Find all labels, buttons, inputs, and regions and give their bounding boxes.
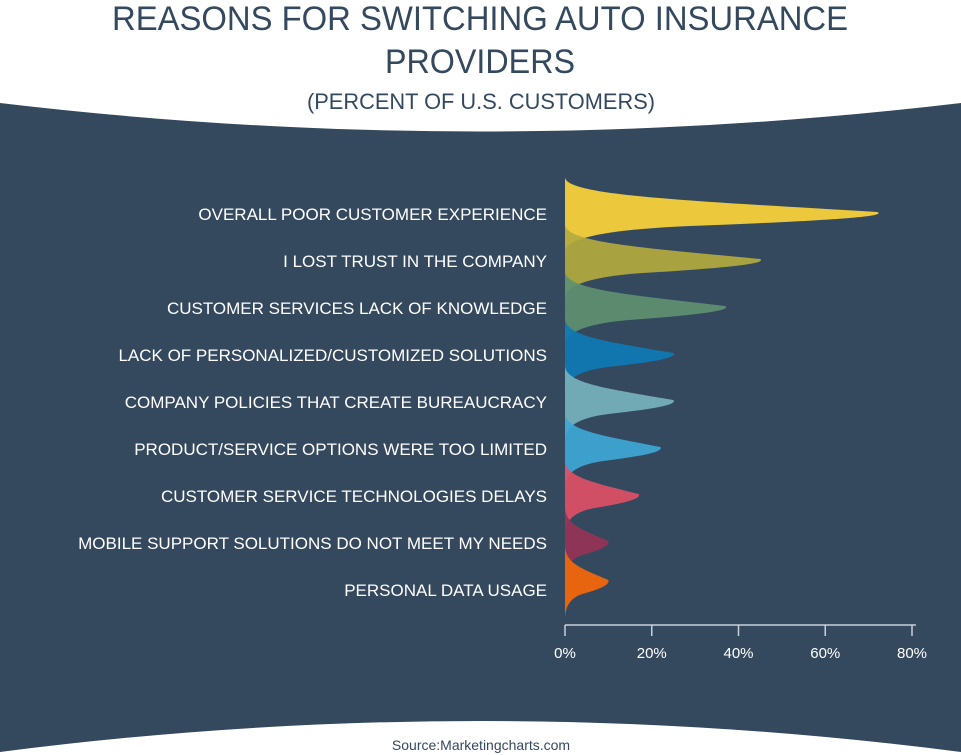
category-label: I LOST TRUST IN THE COMPANY xyxy=(283,252,547,271)
series-shapes xyxy=(565,177,879,620)
x-tick-label: 0% xyxy=(554,645,576,662)
chart-title-line-2: PROVIDERS xyxy=(385,43,575,81)
category-label: COMPANY POLICIES THAT CREATE BUREAUCRACY xyxy=(125,393,547,412)
category-label: CUSTOMER SERVICES LACK OF KNOWLEDGE xyxy=(167,299,547,318)
series-shape xyxy=(565,271,727,346)
category-label: MOBILE SUPPORT SOLUTIONS DO NOT MEET MY … xyxy=(78,534,547,553)
category-labels: OVERALL POOR CUSTOMER EXPERIENCE I LOST T… xyxy=(78,205,547,600)
category-label: PRODUCT/SERVICE OPTIONS WERE TOO LIMITED xyxy=(134,440,547,459)
series-shape xyxy=(565,506,609,581)
x-tick-label: 80% xyxy=(897,645,927,662)
category-label: LACK OF PERSONALIZED/CUSTOMIZED SOLUTION… xyxy=(118,346,547,365)
source-text: Source:Marketingcharts.com xyxy=(392,737,570,753)
category-label: CUSTOMER SERVICE TECHNOLOGIES DELAYS xyxy=(161,487,547,506)
chart-subtitle: (PERCENT OF U.S. CUSTOMERS) xyxy=(307,89,655,114)
series-shape xyxy=(565,459,640,534)
category-label: PERSONAL DATA USAGE xyxy=(344,581,547,600)
series-shape xyxy=(565,365,674,440)
chart-title-line-1: REASONS FOR SWITCHING AUTO INSURANCE xyxy=(112,0,848,38)
series-shape xyxy=(565,318,674,393)
x-tick-label: 20% xyxy=(637,645,667,662)
x-tick-label: 40% xyxy=(723,645,753,662)
category-label: OVERALL POOR CUSTOMER EXPERIENCE xyxy=(198,205,547,224)
x-tick-label: 60% xyxy=(810,645,840,662)
series-shape xyxy=(565,177,879,252)
series-shape xyxy=(565,412,661,487)
series-shape xyxy=(565,224,761,299)
x-axis: 0% 20% 40% 60% 80% xyxy=(554,624,927,662)
series-shape xyxy=(565,545,609,620)
